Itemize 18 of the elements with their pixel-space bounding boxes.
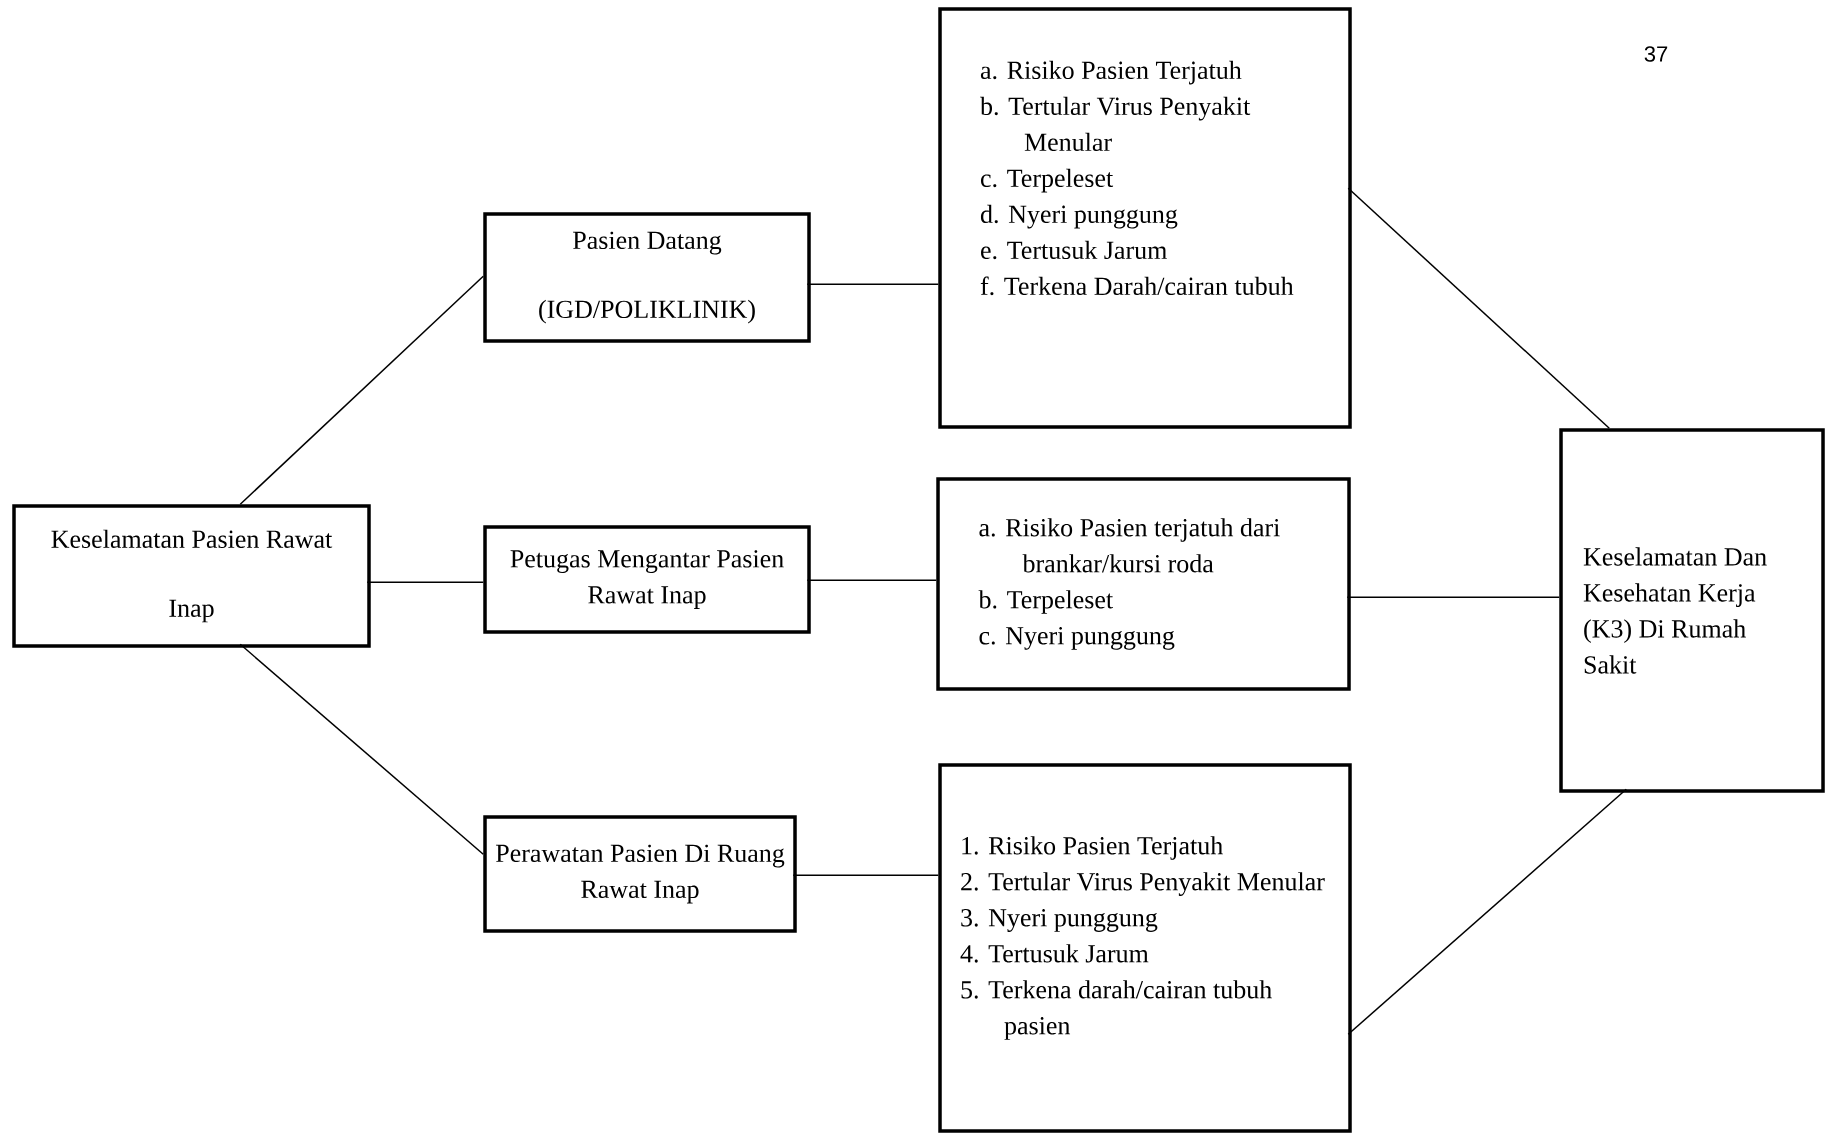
page-number: 37 <box>1644 46 1668 62</box>
connector-line <box>1346 596 1560 598</box>
connector-line <box>792 874 939 876</box>
connector-line <box>806 283 939 285</box>
connector-line <box>239 643 484 855</box>
connector-line <box>806 579 937 581</box>
process-box: Pasien Datang (IGD/POLIKLINIK) <box>483 212 811 343</box>
process-box: Keselamatan Dan Kesehatan Kerja (K3) Di Rumah Sakit <box>1559 428 1825 793</box>
process-box: Petugas Mengantar Pasien Rawat Inap <box>483 525 811 634</box>
connector-line <box>1347 788 1627 1035</box>
connector-line <box>366 581 484 583</box>
list-box: a. Risiko Pasien terjatuh dari brankar/kursi roda b. Terpeleset c. Nyeri punggung <box>936 477 1351 691</box>
connector-line <box>239 275 484 505</box>
list-box: 1. Risiko Pasien Terjatuh 2. Tertular Virus Penyakit Menular 3. Nyeri punggung 4. Tertusuk Jarum 5. Terkena darah/cairan tubuh pasien <box>938 763 1352 1133</box>
process-box: Perawatan Pasien Di Ruang Rawat Inap <box>483 815 797 933</box>
process-box: Keselamatan Pasien Rawat Inap <box>12 504 371 648</box>
list-box: a. Risiko Pasien Terjatuh b. Tertular Virus Penyakit Menular c. Terpeleset d. Nyeri punggung e. Tertusuk Jarum f. Terkena Darah/cairan tubuh <box>938 7 1352 429</box>
connector-line <box>1347 187 1610 429</box>
